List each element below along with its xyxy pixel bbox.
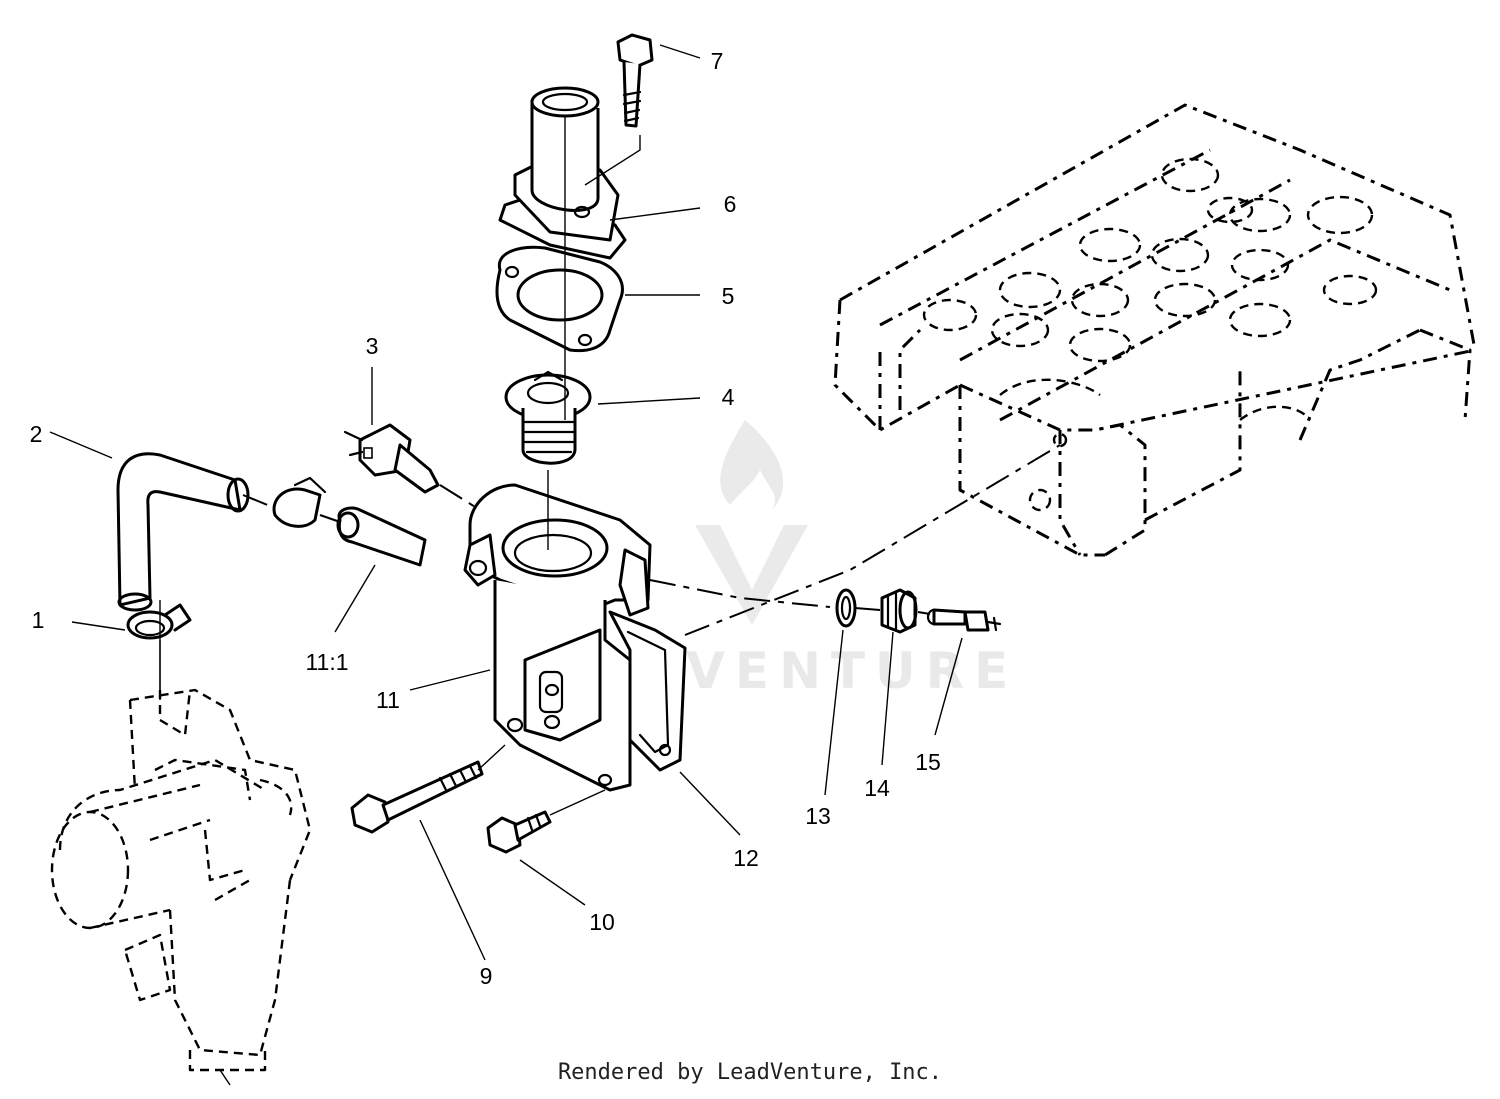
part-5-gasket[interactable] bbox=[495, 245, 624, 353]
callout-7: 7 bbox=[711, 48, 724, 74]
callout-2: 2 bbox=[30, 421, 43, 447]
part-14-adapter[interactable] bbox=[880, 588, 918, 634]
part-4-thermostat[interactable] bbox=[504, 370, 592, 465]
callout-6: 6 bbox=[724, 191, 737, 217]
part-11-1-pipe[interactable] bbox=[336, 506, 427, 567]
callout-1: 1 bbox=[32, 607, 45, 633]
callout-13: 13 bbox=[805, 803, 831, 829]
part-10-short-bolt[interactable] bbox=[486, 810, 552, 854]
callout-5: 5 bbox=[722, 283, 735, 309]
watermark-logo bbox=[695, 420, 808, 625]
part-2-bypass-hose[interactable] bbox=[116, 452, 250, 612]
part-9-long-bolt[interactable] bbox=[350, 760, 484, 834]
callout-11: 11 bbox=[376, 687, 400, 713]
part-3-temperature-sender[interactable] bbox=[343, 423, 440, 494]
callout-4: 4 bbox=[722, 384, 735, 410]
callout-3: 3 bbox=[366, 333, 379, 359]
footer-credit: Rendered by LeadVenture, Inc. bbox=[557, 1060, 943, 1085]
part-6-water-outlet[interactable] bbox=[498, 86, 627, 260]
part-13-washer[interactable] bbox=[835, 588, 857, 628]
callout-12: 12 bbox=[733, 845, 759, 871]
water-pump bbox=[50, 688, 312, 1072]
callout-9: 9 bbox=[480, 963, 493, 989]
cylinder-head bbox=[833, 103, 1477, 557]
part-1-hose-clamp[interactable] bbox=[126, 603, 192, 640]
callout-15: 15 bbox=[915, 749, 941, 775]
part-7-bolt[interactable] bbox=[616, 33, 654, 128]
callout-10: 10 bbox=[589, 909, 615, 935]
part-11-thermostat-housing[interactable] bbox=[463, 483, 652, 792]
leader-lines bbox=[49, 44, 963, 961]
callout-11-1: 11:1 bbox=[305, 649, 348, 675]
assembly-axes bbox=[159, 115, 1061, 816]
callout-14: 14 bbox=[864, 775, 890, 801]
part-11-1-clamp[interactable] bbox=[272, 476, 327, 528]
part-12-gasket[interactable] bbox=[608, 610, 687, 772]
part-15-thermo-switch[interactable] bbox=[926, 608, 1002, 632]
